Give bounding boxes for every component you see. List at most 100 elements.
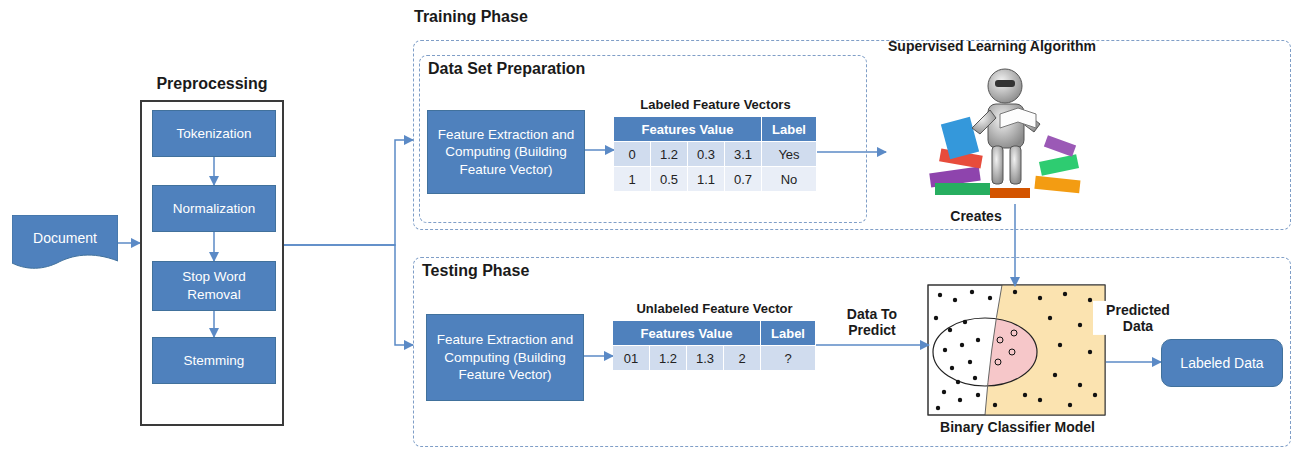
data-point (988, 296, 992, 300)
process-box: Feature Extraction and Computing (Buildi… (427, 110, 585, 194)
heading: Training Phase (414, 8, 528, 26)
process-box: Stop Word Removal (152, 261, 276, 311)
process-box: Normalization (152, 185, 276, 232)
data-point (997, 337, 1003, 343)
decision-boundary (985, 285, 1002, 415)
heading: Testing Phase (422, 262, 529, 280)
heading: Data Set Preparation (428, 60, 585, 78)
connector (817, 151, 886, 153)
book (1039, 154, 1079, 176)
robot-head (988, 69, 1022, 103)
heading: Preprocessing (142, 75, 282, 93)
box-label: Tokenization (176, 125, 251, 143)
data-point (958, 398, 962, 402)
box-label: Normalization (173, 200, 256, 218)
book (990, 188, 1030, 198)
data-point (1058, 343, 1062, 347)
table-cell: 1 (614, 167, 651, 192)
connector (1106, 361, 1161, 363)
open-book (1000, 108, 1036, 128)
edge-label: Predicted Data (1093, 301, 1183, 335)
book (1034, 176, 1080, 194)
box-label: Stop Word Removal (159, 268, 269, 303)
data-point (995, 359, 1001, 365)
data-point (1009, 349, 1015, 355)
box-label: Labeled Data (1180, 354, 1263, 372)
table-header: Label (761, 321, 816, 346)
table-header: Features Value (614, 117, 762, 142)
robot-leg (992, 146, 1003, 184)
data-point (1048, 316, 1052, 320)
process-box: Feature Extraction and Computing (Buildi… (426, 314, 584, 401)
data-point (993, 403, 997, 407)
table-cell: ? (761, 346, 816, 371)
edge-label: Data To Predict (827, 305, 917, 339)
algorithm-figure: Supervised Learning Algorithm (886, 36, 1098, 204)
data-point (950, 366, 954, 370)
data-point (948, 328, 952, 332)
classifier-illustration (928, 285, 1105, 415)
output-box: Labeled Data (1161, 339, 1283, 387)
heading: Unlabeled Feature Vector (613, 301, 816, 316)
heading: Labeled Feature Vectors (614, 97, 817, 112)
data-point (953, 298, 957, 302)
table-cell: 1.1 (688, 167, 725, 192)
edge-label: Creates (947, 207, 1004, 225)
robot-arm (972, 110, 996, 134)
robot-illustration (929, 69, 1080, 198)
data-point (963, 320, 967, 324)
classifier-frame (928, 285, 1105, 415)
connector (584, 355, 613, 357)
table-header: Label (762, 117, 817, 142)
document-fill (12, 215, 118, 268)
data-point (976, 338, 980, 342)
data-point (1068, 403, 1072, 407)
data-point (1088, 298, 1092, 302)
data-point (956, 380, 960, 384)
data-point (943, 348, 947, 352)
data-point (936, 406, 940, 410)
table-cell: 0.7 (725, 167, 762, 192)
table-cell: No (762, 167, 817, 192)
phase-region: Training PhaseData Set PreparationFeatur… (413, 40, 1291, 230)
data-point (1078, 323, 1082, 327)
connector (1014, 204, 1016, 286)
cluster-ellipse (933, 318, 1037, 386)
table-cell: 1.2 (650, 346, 687, 371)
data-point (1078, 383, 1082, 387)
data-point (942, 390, 946, 394)
table-cell: 01 (613, 346, 650, 371)
box-label: Feature Extraction and Computing (Buildi… (433, 331, 577, 384)
heading: Supervised Learning Algorithm (886, 38, 1098, 54)
connector (213, 232, 215, 261)
box-label: Document (33, 230, 97, 246)
box-label: Stemming (184, 352, 245, 370)
feature-table: Unlabeled Feature VectorFeatures ValueLa… (613, 321, 816, 371)
table-header: Features Value (613, 321, 761, 346)
data-point (934, 316, 938, 320)
connector (118, 242, 140, 244)
box-label: Feature Extraction and Computing (Buildi… (434, 126, 578, 179)
data-point (960, 343, 964, 347)
data-point (1088, 350, 1092, 354)
feature-table: Labeled Feature VectorsFeatures ValueLab… (614, 117, 817, 192)
connector (816, 344, 929, 346)
phase-region: Data Set PreparationFeature Extraction a… (419, 55, 867, 223)
data-point (973, 376, 977, 380)
data-point (1011, 330, 1017, 336)
data-point (968, 360, 972, 364)
book (935, 183, 990, 195)
table-cell: 3.1 (725, 142, 762, 167)
table-cell: 2 (724, 346, 761, 371)
connector (213, 311, 215, 337)
book (1044, 135, 1076, 157)
group-box: PreprocessingTokenizationNormalizationSt… (140, 100, 284, 426)
data-point (1038, 296, 1042, 300)
book (941, 117, 979, 160)
table-cell: 1.2 (651, 142, 688, 167)
connector (213, 157, 215, 185)
data-point (1038, 398, 1042, 402)
data-point (1093, 393, 1097, 397)
data-point (1023, 393, 1027, 397)
